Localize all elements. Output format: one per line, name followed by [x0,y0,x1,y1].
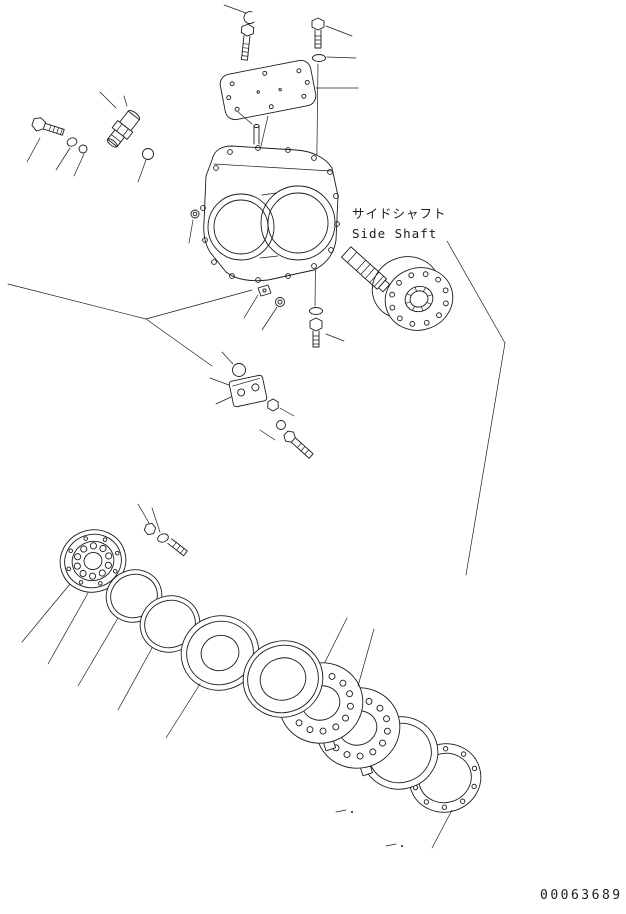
breather-o-ring [137,148,154,183]
side-o-ring [73,144,88,177]
leader-line [21,583,71,643]
breather-valve [106,110,141,148]
leader-line [165,683,201,739]
block-o-ring [221,351,246,377]
leader-line [26,137,41,163]
retainer-plate [180,615,260,691]
check-ball [261,297,285,331]
valve-block [228,374,268,408]
side-bolt [31,117,65,136]
leader-line [357,628,375,687]
leader-line [259,429,276,441]
leader-line [123,95,128,107]
hub-bolt [143,522,188,557]
leader-line [151,507,161,533]
leader-line [260,115,269,147]
housing-stud [188,209,200,244]
leader-line [99,91,117,109]
block-bolt [283,430,314,459]
leader-line [324,617,348,663]
leader-line [47,592,89,665]
hub-bearing [59,529,127,593]
coupling-flange [384,267,454,331]
flange-bolt [311,17,357,59]
leader-line [117,647,153,711]
leader-line [215,396,232,405]
cover-bolt [240,23,255,61]
dowel-pin [237,111,260,145]
cover-plate [219,59,317,121]
side-shaft-spline [341,246,391,293]
side-shaft-label-en: Side Shaft [352,226,437,241]
drain-plug [243,284,272,319]
block-plug [267,398,295,417]
bottom-bolt [309,317,345,348]
separator-plate [242,640,324,718]
leader-line [431,809,453,849]
reference-ticks [335,809,403,847]
leader-line [137,503,150,524]
circlip [223,4,255,25]
side-shaft-label-jp: サイドシャフト [352,206,447,221]
main-housing [200,145,340,283]
part-number: 00063689 [540,888,623,903]
leader-line [209,377,230,386]
block-washer [276,420,286,430]
grouping-leader-lines [7,240,506,576]
flange-washer [312,54,326,62]
leader-line [77,617,119,687]
bottom-washer [309,307,323,315]
side-washer [55,137,78,171]
